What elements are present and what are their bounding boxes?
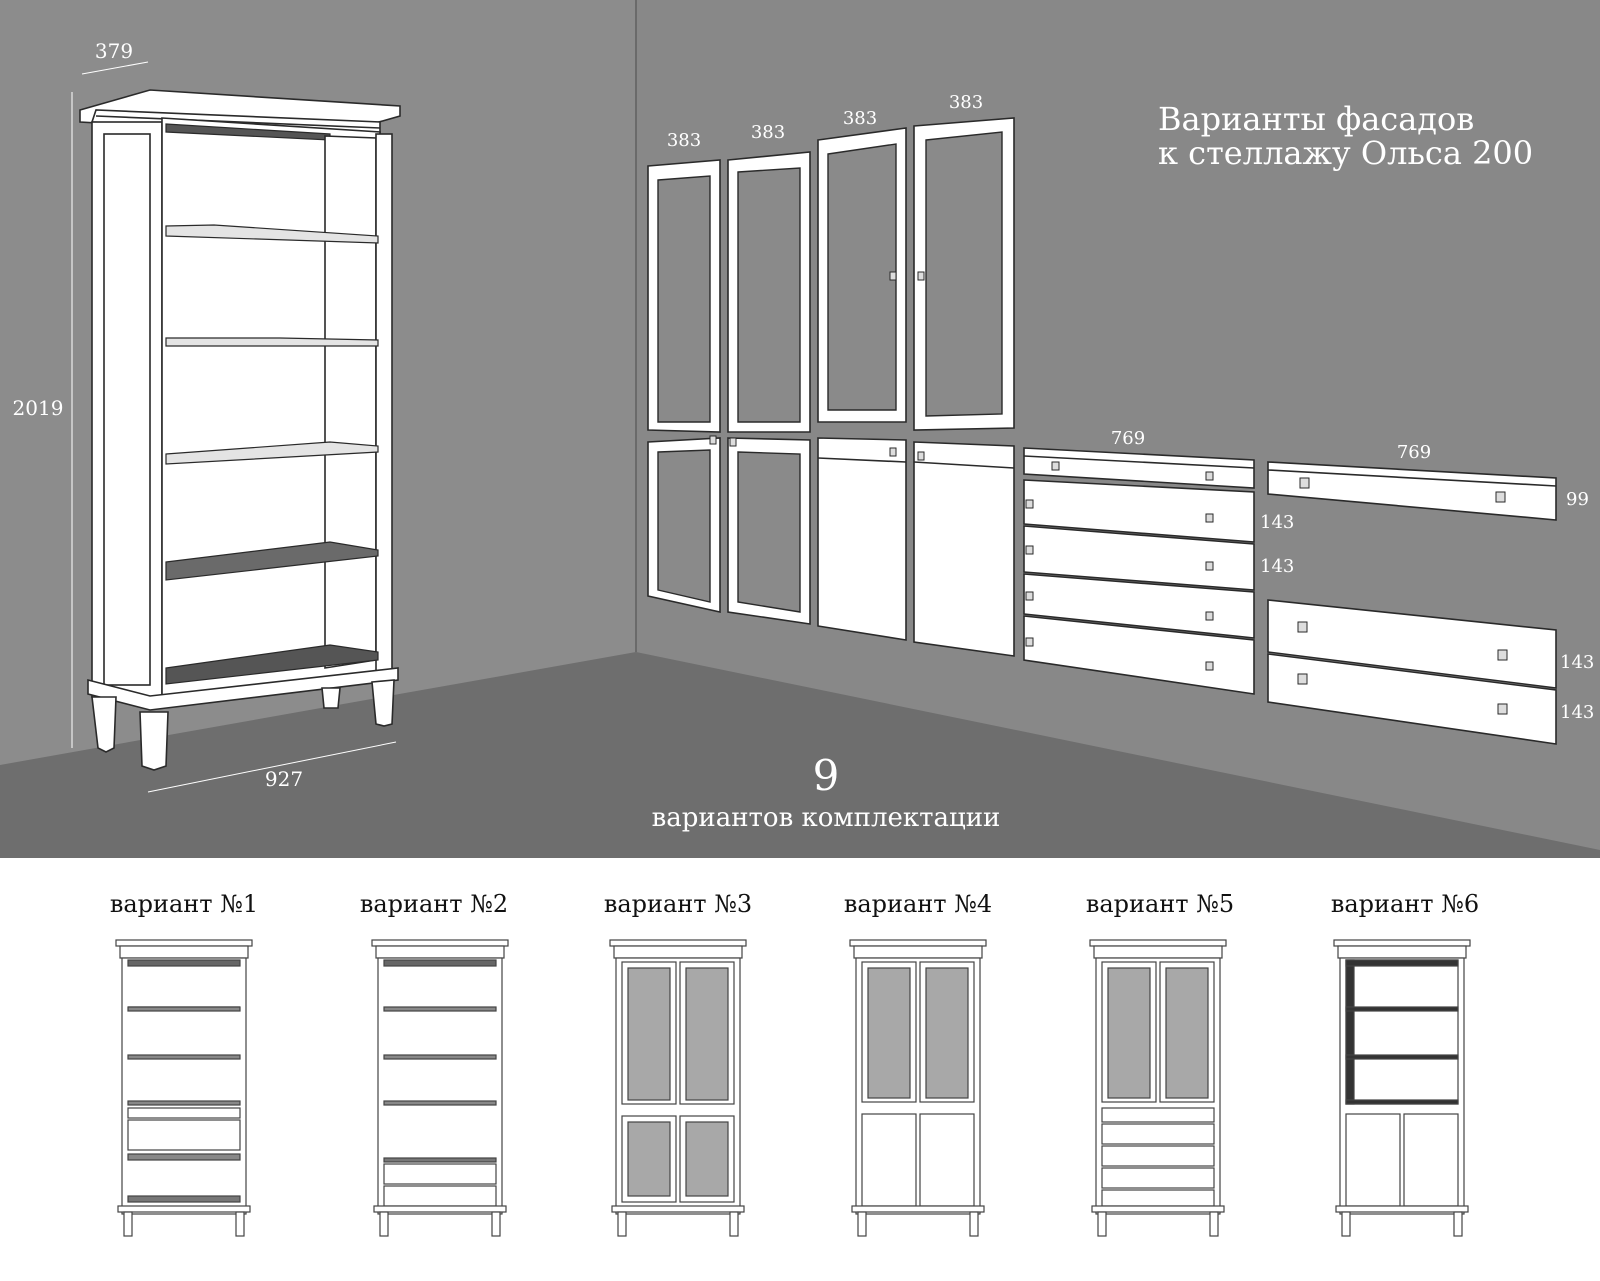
drawer-width-label: 769: [1111, 428, 1145, 449]
top-strip-height-label: 99: [1566, 489, 1589, 510]
height-dimension-label: 2019: [13, 396, 64, 420]
door-knob: [917, 271, 925, 281]
variant-drawings: [115, 939, 1471, 1237]
variant-label-3: вариант №3: [604, 890, 752, 918]
solid-door-2: [913, 441, 1015, 657]
heading-line-2: к стеллажу Ольса 200: [1158, 134, 1533, 172]
variant-label-6: вариант №6: [1331, 890, 1479, 918]
depth-dimension-line: [81, 61, 149, 75]
door-knob: [917, 451, 925, 461]
variant-drawing-2: [371, 939, 509, 1237]
variant-label-4: вариант №4: [844, 890, 992, 918]
glass-door-4: [913, 117, 1015, 431]
small-drawers: [1267, 599, 1557, 745]
door-knob: [889, 271, 897, 281]
options-count-number: 9: [813, 751, 840, 800]
variant-drawing-6: [1333, 939, 1471, 1237]
variant-drawing-3: [609, 939, 747, 1237]
door-knob: [709, 435, 717, 445]
heading-line-1: Варианты фасадов: [1158, 100, 1474, 138]
glass-door-3: [817, 127, 907, 423]
variant-label-1: вариант №1: [110, 890, 258, 918]
drawer-height-label-1: 143: [1260, 512, 1294, 533]
drawer-handles: [1025, 461, 1214, 671]
variant-label-2: вариант №2: [360, 890, 508, 918]
depth-dimension-label: 379: [95, 39, 133, 63]
legs: [91, 679, 395, 771]
width-dimension-line: [147, 741, 397, 793]
top-strip-width-label: 769: [1397, 442, 1431, 463]
door-width-label-4: 383: [949, 92, 983, 113]
glass-door-2: [727, 151, 811, 625]
bookcase-drawing: [71, 61, 401, 793]
door-width-label-2: 383: [751, 122, 785, 143]
top-strip: [1267, 461, 1557, 521]
width-dimension-label: 927: [265, 767, 303, 791]
solid-door-1: [817, 437, 907, 641]
drawer-stack: [1023, 447, 1255, 695]
options-count-label: вариантов комплектации: [652, 803, 1001, 833]
door-width-label-3: 383: [843, 108, 877, 129]
variant-drawing-4: [849, 939, 987, 1237]
door-knob: [889, 447, 897, 457]
glass-doors: [647, 117, 1015, 657]
small-drawer-height-label-2: 143: [1560, 702, 1594, 723]
drawer-height-label-2: 143: [1260, 556, 1294, 577]
door-knob: [729, 437, 737, 447]
door-width-label-1: 383: [667, 130, 701, 151]
variant-drawing-5: [1089, 939, 1227, 1237]
variant-label-5: вариант №5: [1086, 890, 1234, 918]
small-drawer-height-label-1: 143: [1560, 652, 1594, 673]
variant-drawing-1: [115, 939, 253, 1237]
shelves: [165, 224, 379, 685]
glass-door-1: [647, 159, 721, 613]
floor: [0, 652, 1600, 858]
